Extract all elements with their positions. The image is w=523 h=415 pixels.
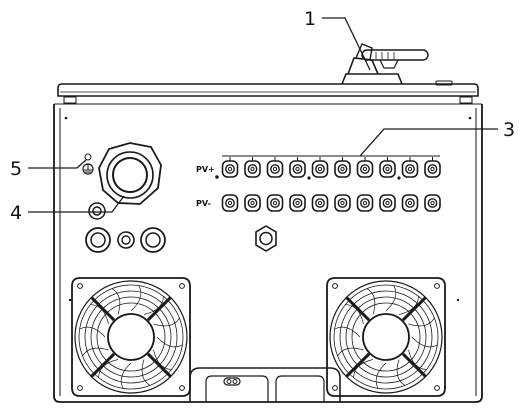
pv-connector-icon	[356, 157, 374, 178]
ground-symbol-icon	[82, 153, 94, 175]
inverter-top-lid	[57, 80, 479, 104]
pv-connector-icon	[289, 157, 306, 178]
pv-connector-icon	[244, 194, 261, 212]
pv-connector-icon	[221, 194, 239, 212]
small-gland-4	[140, 227, 166, 253]
cable-gland-icon	[98, 142, 162, 205]
callout-4: 4	[10, 195, 125, 224]
pv-connector-icon	[244, 157, 261, 178]
pv-connector-icon	[311, 157, 329, 178]
small-gland-1	[88, 202, 106, 220]
small-gland-5	[255, 225, 277, 252]
pv-negative-label: PV-	[196, 199, 211, 208]
small-gland-3	[117, 231, 135, 249]
pv-connector-icon	[424, 194, 441, 212]
callout-1-label: 1	[304, 8, 316, 30]
wifi-dongle-icon	[341, 43, 429, 85]
pv-positive-row	[221, 157, 441, 180]
pv-positive-dot	[215, 175, 219, 179]
pv-marker-dot	[397, 176, 401, 180]
small-gland-2	[85, 227, 111, 253]
callout-5-label: 5	[10, 158, 22, 180]
callout-3-label: 3	[503, 119, 515, 141]
inverter-housing	[53, 103, 483, 403]
pv-negative-row	[221, 194, 441, 212]
pv-connector-icon	[311, 194, 329, 212]
cooling-fan-icon	[71, 277, 191, 397]
pv-connector-icon	[266, 194, 284, 212]
pv-connector-icon	[334, 194, 351, 212]
callout-4-label: 4	[10, 202, 22, 224]
pv-connector-icon	[334, 157, 351, 178]
pv-connector-icon	[401, 194, 419, 212]
pv-positive-label: PV+	[196, 165, 215, 174]
bottom-bracket	[189, 367, 341, 402]
pv-connector-icon	[289, 194, 306, 212]
pv-connector-icon	[266, 157, 284, 178]
pv-connector-icon	[379, 194, 396, 212]
pv-connector-icon	[401, 157, 419, 178]
cooling-fan-icon	[326, 277, 446, 397]
callout-3: 3	[359, 119, 515, 157]
callout-5: 5	[10, 158, 87, 180]
pv-connector-icon	[379, 157, 396, 178]
pv-connector-icon	[424, 157, 441, 178]
pv-connector-icon	[221, 157, 239, 178]
pv-connector-icon	[356, 194, 374, 212]
callout-1: 1	[304, 8, 371, 71]
pv-marker-dot	[307, 176, 311, 180]
